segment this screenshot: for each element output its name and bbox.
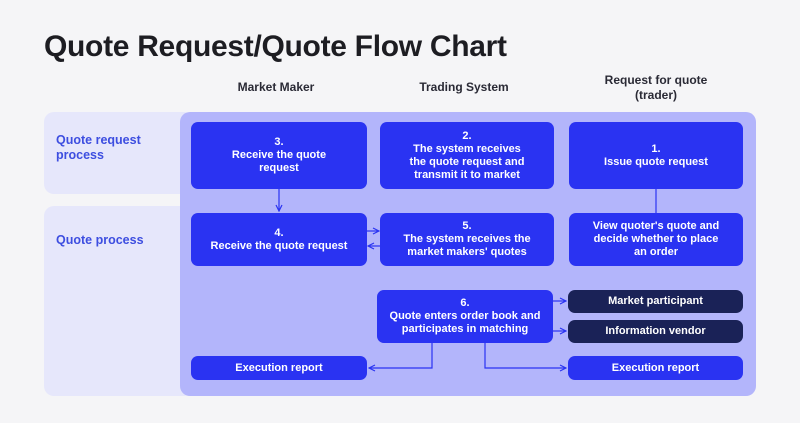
node-1-issue-quote-request: 1. Issue quote request (569, 122, 743, 189)
page-title: Quote Request/Quote Flow Chart (44, 30, 507, 63)
node-information-vendor: Information vendor (568, 320, 743, 343)
node-6-order-book-matching: 6. Quote enters order book and participa… (377, 290, 553, 343)
column-header-market-maker: Market Maker (237, 80, 315, 94)
row-label-quote: Quote process (56, 233, 144, 247)
node-5-system-receives-quotes: 5. The system receives the market makers… (380, 213, 554, 266)
node-execution-report-left: Execution report (191, 356, 367, 380)
node-4-receive-quote-request: 4. Receive the quote request (191, 213, 367, 266)
node-market-participant: Market participant (568, 290, 743, 313)
node-execution-report-right: Execution report (568, 356, 743, 380)
node-view-quote-decide-order: View quoter's quote and decide whether t… (569, 213, 743, 266)
node-2-system-receives-request: 2. The system receives the quote request… (380, 122, 554, 189)
row-band-quote (44, 206, 194, 396)
column-header-trader: Request for quote (trader) (604, 73, 708, 102)
column-header-trading-system: Trading System (419, 80, 509, 94)
row-label-quote-request: Quote request process (56, 133, 141, 162)
node-3-receive-quote-request: 3. Receive the quote request (191, 122, 367, 189)
row-band-quote-request (44, 112, 194, 194)
